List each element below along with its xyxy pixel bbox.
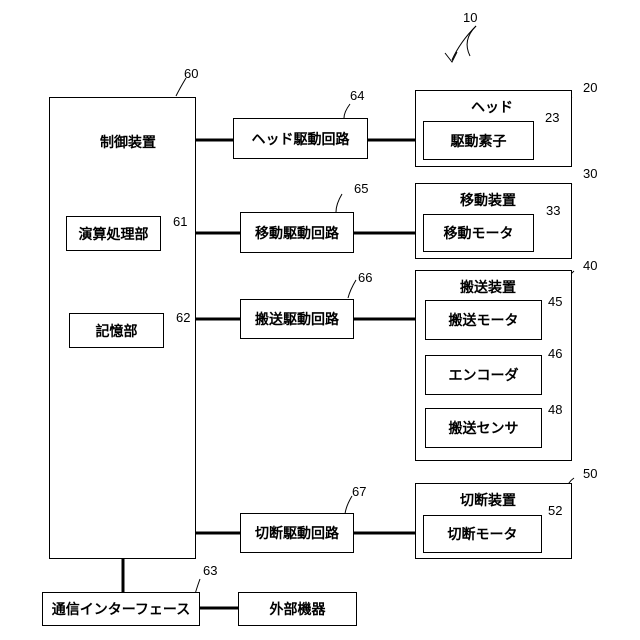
encoder-box: エンコーダ: [425, 355, 542, 395]
cut-motor-ref: 52: [548, 503, 562, 518]
interface-label: 通信インターフェース: [52, 599, 190, 619]
controller-ref: 60: [184, 66, 198, 81]
transport-ref: 40: [583, 258, 597, 273]
head-box: ヘッド 駆動素子: [415, 90, 572, 167]
transport-sensor-ref: 48: [548, 402, 562, 417]
head-label: ヘッド: [471, 97, 513, 117]
move-motor-ref: 33: [546, 203, 560, 218]
mover-label: 移動装置: [460, 190, 516, 210]
transport-motor-label: 搬送モータ: [449, 310, 519, 330]
transport-driver-ref: 66: [358, 270, 372, 285]
cut-motor-box: 切断モータ: [423, 515, 542, 553]
cutter-label: 切断装置: [460, 490, 516, 510]
cut-driver-box: 切断駆動回路: [240, 513, 354, 553]
cutter-ref: 50: [583, 466, 597, 481]
mover-box: 移動装置 移動モータ: [415, 183, 572, 259]
controller-box: 制御装置 演算処理部 記憶部: [49, 97, 196, 559]
memory-box: 記憶部: [69, 313, 164, 348]
cut-driver-label: 切断駆動回路: [255, 523, 339, 543]
system-ref-label: 10: [463, 10, 477, 25]
transport-motor-box: 搬送モータ: [425, 300, 542, 340]
cpu-label: 演算処理部: [79, 224, 149, 244]
cutter-box: 切断装置 切断モータ: [415, 483, 572, 559]
transport-motor-ref: 45: [548, 294, 562, 309]
memory-ref: 62: [176, 310, 190, 325]
external-device-box: 外部機器: [238, 592, 357, 626]
encoder-ref: 46: [548, 346, 562, 361]
transport-sensor-label: 搬送センサ: [449, 418, 519, 438]
transport-driver-label: 搬送駆動回路: [255, 309, 339, 329]
head-driver-label: ヘッド駆動回路: [252, 129, 350, 149]
cpu-box: 演算処理部: [66, 216, 161, 251]
drive-element-ref: 23: [545, 110, 559, 125]
head-driver-ref: 64: [350, 88, 364, 103]
memory-label: 記憶部: [96, 321, 138, 341]
cut-motor-label: 切断モータ: [448, 524, 518, 544]
move-motor-label: 移動モータ: [444, 223, 514, 243]
move-driver-label: 移動駆動回路: [255, 223, 339, 243]
controller-label: 制御装置: [100, 132, 156, 152]
transport-sensor-box: 搬送センサ: [425, 408, 542, 448]
head-driver-box: ヘッド駆動回路: [233, 118, 368, 159]
mover-ref: 30: [583, 166, 597, 181]
move-driver-ref: 65: [354, 181, 368, 196]
head-ref: 20: [583, 80, 597, 95]
move-motor-box: 移動モータ: [423, 214, 534, 252]
drive-element-label: 駆動素子: [451, 131, 507, 151]
interface-box: 通信インターフェース: [42, 592, 200, 626]
encoder-label: エンコーダ: [449, 365, 519, 385]
drive-element-box: 駆動素子: [423, 121, 534, 160]
system-arrow: [445, 26, 476, 62]
cpu-ref: 61: [173, 214, 187, 229]
transport-driver-box: 搬送駆動回路: [240, 299, 354, 339]
cut-driver-ref: 67: [352, 484, 366, 499]
interface-ref: 63: [203, 563, 217, 578]
external-device-label: 外部機器: [270, 599, 326, 619]
move-driver-box: 移動駆動回路: [240, 212, 354, 253]
transport-label: 搬送装置: [460, 277, 516, 297]
